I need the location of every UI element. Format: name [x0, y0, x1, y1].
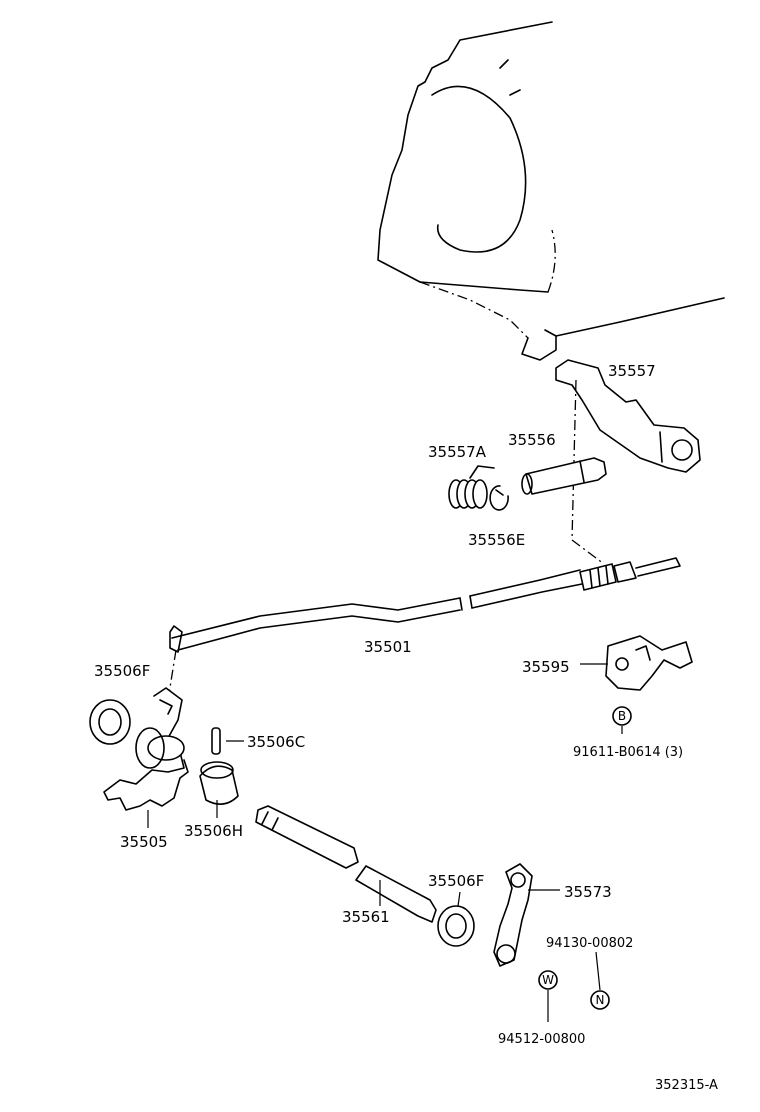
- pin-35556-drawing: [521, 457, 607, 495]
- bushing-35506H-drawing: [199, 761, 239, 818]
- part-label-35556: 35556: [508, 431, 556, 449]
- part-label-35506F-right: 35506F: [428, 872, 484, 890]
- part-label-35557A: 35557A: [428, 443, 487, 461]
- part-label-94130-00802: 94130-00802: [546, 936, 633, 951]
- oil-seal-left-drawing: [89, 699, 131, 745]
- washer-badge-letter: N: [596, 993, 605, 1007]
- oil-seal-right-drawing: [437, 891, 475, 947]
- detent-lever-35505-drawing: [103, 687, 189, 811]
- spring-pin-35506C-drawing: [211, 727, 244, 755]
- washer-badge: N: [590, 990, 610, 1010]
- part-label-35506H: 35506H: [184, 822, 243, 840]
- bolt-badge-letter: B: [618, 709, 626, 723]
- lever-35573-drawing: [493, 863, 560, 967]
- nut-badge-letter: W: [542, 973, 554, 987]
- part-label-35595: 35595: [522, 658, 570, 676]
- cable-35501-drawing: [169, 557, 681, 653]
- part-label-35506F-left: 35506F: [94, 662, 150, 680]
- part-label-94512-00800: 94512-00800: [498, 1032, 585, 1047]
- part-label-91611-B0614: 91611-B0614 (3): [573, 745, 683, 760]
- part-label-35501: 35501: [364, 638, 412, 656]
- bracket-35557-drawing: [555, 359, 701, 473]
- diagram-id: 352315-A: [655, 1078, 718, 1093]
- nut-badge: W: [538, 970, 558, 990]
- spring-35557A-drawing: [448, 465, 495, 509]
- e-ring-35556E-drawing: [489, 485, 509, 511]
- transmission-case-drawing: [377, 21, 725, 361]
- part-label-35505: 35505: [120, 833, 168, 851]
- part-label-35557: 35557: [608, 362, 656, 380]
- part-label-35506C: 35506C: [247, 733, 305, 751]
- part-label-35556E: 35556E: [468, 531, 525, 549]
- cable-bracket-35595-drawing: [580, 635, 693, 691]
- shaft-35561-drawing: [255, 805, 437, 923]
- bolt-badge: B: [612, 706, 632, 726]
- part-label-35573: 35573: [564, 883, 612, 901]
- part-label-35561: 35561: [342, 908, 390, 926]
